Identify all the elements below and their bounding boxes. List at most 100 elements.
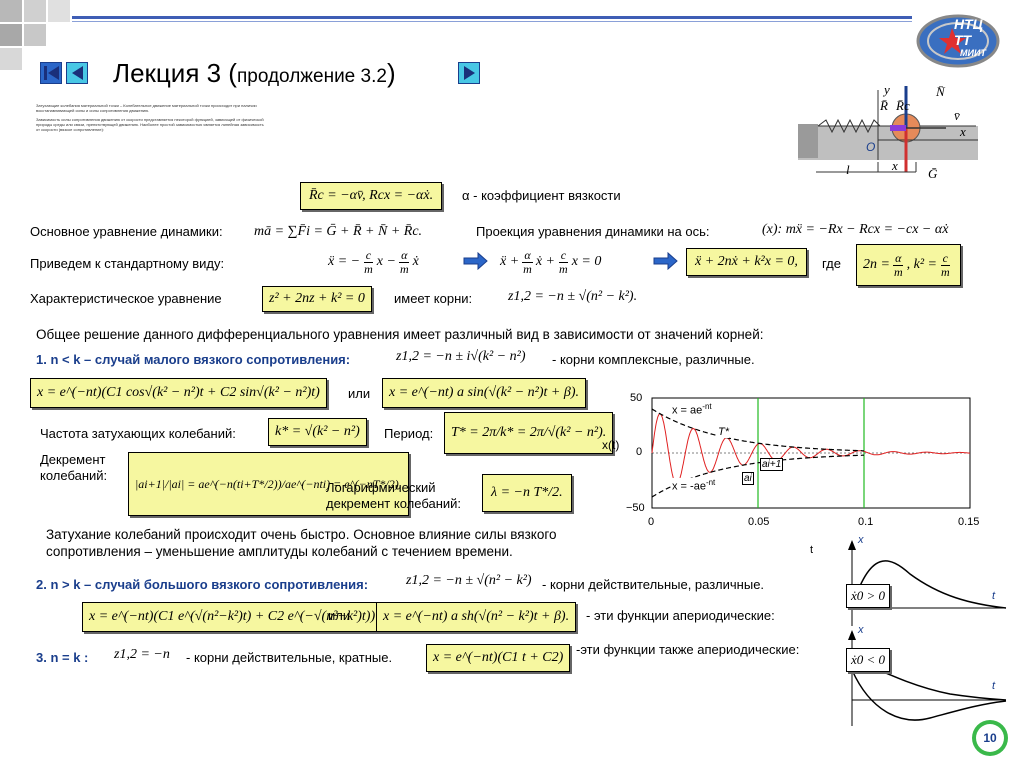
case1-heading: 1. n < k – случай малого вязкого сопроти… [36, 352, 351, 367]
case3-heading: 3. n = k : [36, 650, 89, 665]
case3-roots-formula: z1,2 = −n [114, 647, 170, 662]
next-slide-button[interactable] [458, 62, 480, 84]
decrement-formula: |ai+1|/|ai| = ae^(−n(ti+T*/2))/ae^(−nti)… [128, 452, 409, 516]
damping-text-1: Затухание колебаний происходит очень быс… [46, 527, 557, 542]
prev-icon [71, 66, 83, 80]
viscous-force-formula: R̄c = −αv̄, Rcx = −αẋ. [300, 182, 443, 210]
y-axis-label: x(t) [602, 438, 620, 452]
aperiodic-plot-top [848, 540, 1007, 626]
main-eq-label: Основное уравнение динамики: [30, 224, 223, 239]
arrow-right-icon [463, 252, 488, 270]
fig-label-Rc: R̄c [896, 98, 910, 113]
page-number-badge: 10 [972, 720, 1008, 756]
x-tick-005: 0.05 [748, 516, 770, 528]
or-label-2: или [328, 608, 351, 623]
standard-label: Приведем к стандартному виду: [30, 256, 225, 271]
first-icon [43, 66, 47, 80]
case1-roots-formula: z1,2 = −n ± i√(k² − n²) [396, 349, 526, 364]
aperiodic-top-t-label: t [992, 590, 996, 602]
aperiodic-top-condition: ẋ0 > 0 [846, 584, 891, 608]
tiny-note-2: Зависимость силы сопротивления движению … [36, 117, 264, 132]
case2-solution-b-formula: x = e^(−nt) a sh(√(n² − k²)t + β). [376, 602, 577, 632]
logo-emblem-icon [916, 14, 1000, 68]
page-number: 10 [983, 731, 997, 745]
case1-solution-b-formula: x = e^(−nt) a sin(√(k² − n²)t + β). [382, 378, 586, 408]
fig-label-y: y [884, 82, 890, 97]
deco-square [24, 24, 46, 46]
case2-heading: 2. n > k – случай большого вязкого сопро… [36, 577, 369, 592]
y-tick-50: 50 [630, 392, 643, 404]
main-eq-formula: mā = ∑F̄i = Ḡ + R̄ + N̄ + R̄c. [254, 224, 423, 239]
next-icon [463, 66, 475, 80]
prev-slide-button[interactable] [66, 62, 88, 84]
fig-label-x: x [892, 158, 898, 173]
fig-label-l: l [846, 162, 850, 177]
fig-label-O: O [866, 140, 876, 154]
logdec-formula: λ = −n T*/2. [482, 474, 572, 512]
fig-label-x-axis: x [960, 124, 966, 139]
case1-roots-label: - корни комплексные, различные. [552, 352, 755, 367]
damping-text-2: сопротивления – уменьшение амплитуды кол… [46, 544, 513, 559]
lower-envelope-label: x = -ae-nt [672, 478, 716, 493]
roots-formula: z1,2 = −n ± √(n² − k²). [508, 289, 638, 304]
deco-square [48, 0, 70, 22]
oscillation-curve [651, 413, 970, 485]
mechanics-figure [798, 86, 978, 173]
deco-square [0, 48, 22, 70]
fig-label-N: N̄ [936, 84, 945, 99]
x-tick-015: 0.15 [958, 516, 980, 528]
characteristic-formula: z² + 2nz + k² = 0 [262, 286, 372, 312]
freq-formula: k* = √(k² − n²) [268, 418, 367, 446]
fig-label-v: v̄ [954, 108, 960, 123]
aperiodic2-label: -эти функции также апериодические: [576, 642, 800, 657]
case2-roots-formula: z1,2 = −n ± √(n² − k²) [406, 573, 532, 588]
deco-square [24, 0, 46, 22]
standard-formula-3: ẍ + 2nẋ + k²x = 0, [686, 248, 807, 276]
or-label-1: или [348, 386, 371, 401]
header-rule-thin [72, 21, 912, 22]
aperiodic-bottom-condition: ẋ0 < 0 [846, 648, 891, 672]
tiny-note-1: Затухающие колебания материальной точки … [36, 103, 257, 113]
roots-label: имеет корни: [394, 291, 473, 306]
first-slide-button[interactable] [40, 62, 62, 84]
x-tick-0: 0 [648, 516, 655, 528]
deco-square [0, 24, 22, 46]
a-i1-label: ai+1 [760, 458, 784, 471]
case2-roots-label: - корни действительные, различные. [542, 577, 765, 592]
period-label: Период: [384, 426, 434, 441]
y-tick-neg50: −50 [626, 502, 645, 514]
aperiodic-plot-bottom [848, 630, 1007, 726]
case1-solution-formula: x = e^(−nt)(C1 cos√(k² − n²)t + C2 sin√(… [30, 378, 327, 408]
projection-label: Проекция уравнения динамики на ось: [476, 224, 710, 239]
logdec-label-1: Логарифмический [326, 480, 436, 495]
aperiodic-curve-bottom-2 [851, 669, 1007, 721]
logo-text-top: НТЦ ТТ [954, 16, 983, 48]
stray-t-label: t [810, 544, 814, 556]
page-title: Лекция 3 (продолжение 3.2) [113, 58, 396, 88]
projection-formula: (x): mẍ = −Rx − Rcx = −cx − αẋ [762, 222, 949, 237]
decrement-label-2: колебаний: [40, 468, 108, 483]
x-tick-01: 0.1 [858, 516, 874, 528]
logdec-label-2: декремент колебаний: [326, 496, 462, 511]
logo: НТЦ ТТ МИИТ [916, 14, 1000, 68]
deco-square [0, 0, 22, 22]
general-text: Общее решение данного дифференциального … [36, 327, 764, 342]
aperiodic-bottom-x-label: x [858, 624, 864, 636]
upper-envelope-curve [651, 408, 864, 452]
header-rule [72, 16, 912, 19]
upper-envelope-label: x = ae-nt [672, 402, 712, 417]
case3-roots-label: - корни действительные, кратные. [186, 650, 393, 665]
lower-envelope-curve [651, 454, 864, 498]
fig-label-G: Ḡ [928, 166, 938, 181]
aperiodic-bottom-t-label: t [992, 680, 996, 692]
decrement-label-1: Декремент [40, 452, 106, 467]
period-T-label: T* [718, 426, 729, 438]
characteristic-label: Характеристическое уравнение [30, 291, 222, 306]
a-i-label: ai [742, 472, 754, 485]
case2-solution-formula: x = e^(−nt)(C1 e^(√(n²−k²)t) + C2 e^(−√(… [82, 602, 383, 632]
aperiodic-curve-top [851, 560, 1007, 609]
y-tick-0: 0 [636, 446, 643, 458]
